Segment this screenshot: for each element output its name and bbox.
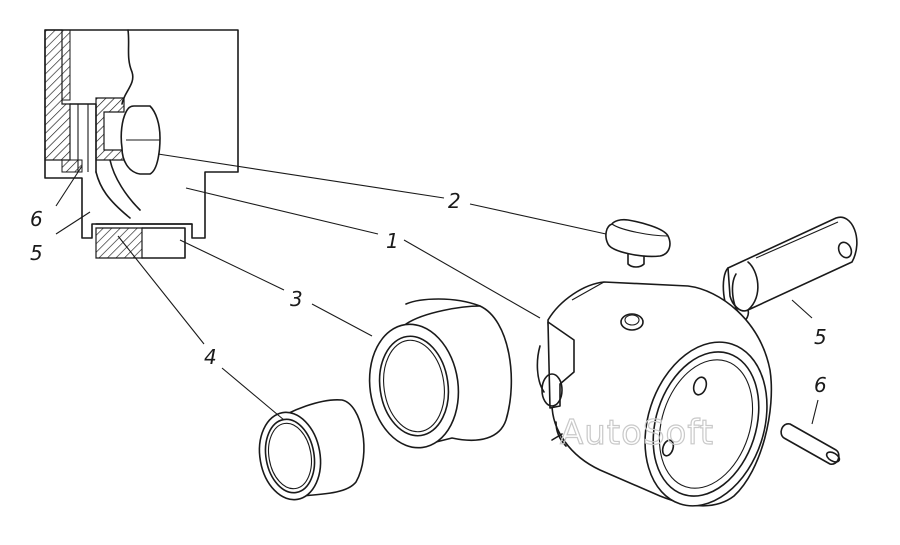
callout-part-5: 5	[814, 325, 827, 349]
part-4-sleeve	[258, 399, 365, 501]
leader-lines	[55, 153, 819, 425]
part-2-key	[605, 218, 671, 268]
callout-part-3: 3	[290, 287, 303, 311]
callout-part-4: 4	[204, 345, 217, 369]
callout-section-6: 6	[30, 207, 43, 231]
part-6-small-pin	[780, 423, 841, 465]
callout-part-1: 1	[386, 229, 399, 253]
sectional-view	[44, 29, 239, 259]
callout-part-2: 2	[448, 189, 461, 213]
callout-section-5: 5	[30, 241, 43, 265]
part-3-bushing	[368, 298, 513, 449]
part-1-housing	[536, 281, 773, 507]
callout-part-6: 6	[814, 373, 827, 397]
part-5-pin	[722, 216, 858, 324]
watermark: AutoSoft	[560, 413, 714, 453]
